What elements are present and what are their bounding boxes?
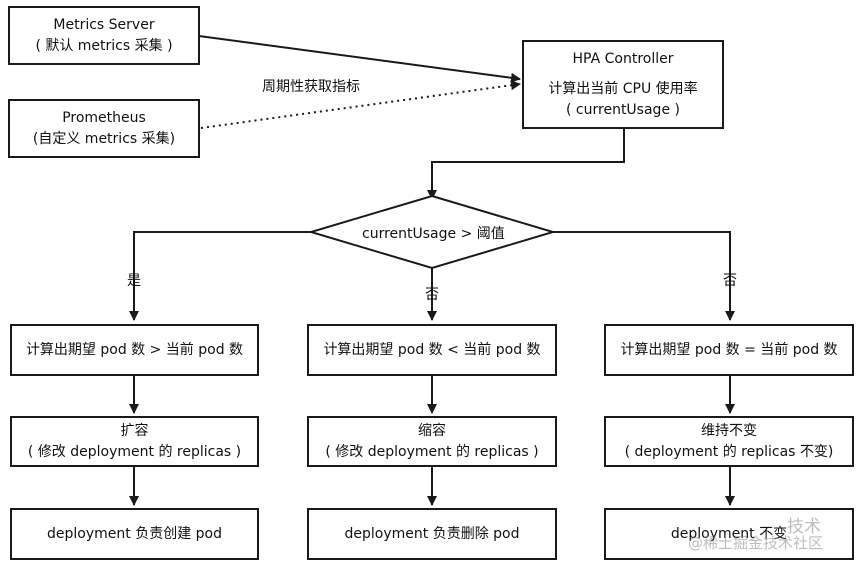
delete-pod-text: deployment 负责删除 pod bbox=[344, 525, 520, 542]
delete-pod-box: deployment 负责删除 pod bbox=[307, 508, 557, 560]
branch-label-no-right: 否 bbox=[723, 273, 737, 289]
desired-equal-text: 计算出期望 pod 数 = 当前 pod 数 bbox=[620, 341, 838, 358]
hpa-to-decision-arrow bbox=[427, 128, 625, 200]
desired-scale-up-text: 计算出期望 pod 数 > 当前 pod 数 bbox=[25, 341, 244, 358]
keep-detail: ( deployment 的 replicas 不变) bbox=[624, 443, 834, 460]
desired-scale-down-box: 计算出期望 pod 数 < 当前 pod 数 bbox=[307, 324, 557, 376]
scale-up-detail: ( 修改 deployment 的 replicas ) bbox=[27, 443, 242, 460]
prometheus-subtitle: (自定义 metrics 采集) bbox=[32, 130, 176, 147]
desired-equal-box: 计算出期望 pod 数 = 当前 pod 数 bbox=[604, 324, 854, 376]
scale-up-box: 扩容 ( 修改 deployment 的 replicas ) bbox=[10, 416, 259, 467]
branch-label-yes: 是 bbox=[127, 273, 141, 289]
keep-box: 维持不变 ( deployment 的 replicas 不变) bbox=[604, 416, 854, 467]
scale-up-title: 扩容 bbox=[120, 422, 149, 439]
metrics-server-box: Metrics Server ( 默认 metrics 采集 ) bbox=[8, 6, 200, 65]
scale-down-detail: ( 修改 deployment 的 replicas ) bbox=[325, 443, 539, 460]
hpa-controller-box: HPA Controller 计算出当前 CPU 使用率 ( currentUs… bbox=[522, 40, 724, 129]
create-pod-box: deployment 负责创建 pod bbox=[10, 508, 259, 560]
hpa-calc-text: 计算出当前 CPU 使用率 bbox=[548, 80, 698, 97]
prometheus-box: Prometheus (自定义 metrics 采集) bbox=[8, 99, 200, 158]
metrics-server-title: Metrics Server bbox=[53, 16, 155, 33]
hpa-current-usage: ( currentUsage ) bbox=[566, 101, 680, 118]
decision-label: currentUsage > 阈值 bbox=[362, 226, 505, 242]
unchanged-box: deployment 不变 bbox=[604, 508, 854, 560]
branch-label-no-middle: 否 bbox=[425, 287, 439, 303]
metrics-server-subtitle: ( 默认 metrics 采集 ) bbox=[35, 37, 173, 54]
desired-scale-up-box: 计算出期望 pod 数 > 当前 pod 数 bbox=[10, 324, 259, 376]
create-pod-text: deployment 负责创建 pod bbox=[47, 525, 222, 542]
right-branch-arrow bbox=[553, 231, 735, 321]
unchanged-text: deployment 不变 bbox=[670, 525, 788, 542]
desired-scale-down-text: 计算出期望 pod 数 < 当前 pod 数 bbox=[323, 341, 541, 358]
prometheus-to-hpa-arrow bbox=[200, 80, 521, 129]
scale-down-box: 缩容 ( 修改 deployment 的 replicas ) bbox=[307, 416, 557, 467]
fetch-label: 周期性获取指标 bbox=[262, 79, 360, 95]
scale-down-title: 缩容 bbox=[418, 422, 446, 439]
prometheus-title: Prometheus bbox=[62, 109, 146, 126]
watermark-bottom: @稀土掘金技术社区 bbox=[688, 534, 824, 552]
hpa-title: HPA Controller bbox=[572, 50, 674, 67]
watermark-top: 技术 bbox=[787, 517, 821, 537]
keep-title: 维持不变 bbox=[701, 422, 757, 439]
metrics-to-hpa-arrow bbox=[198, 35, 521, 83]
left-branch-arrow bbox=[129, 231, 311, 321]
